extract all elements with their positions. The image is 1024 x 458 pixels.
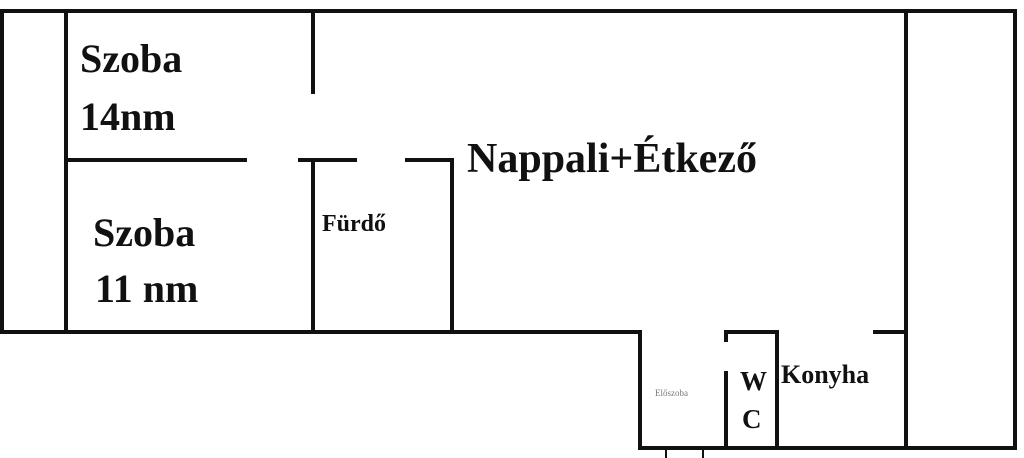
room1-name: Szoba	[80, 36, 182, 81]
walls	[0, 9, 1017, 458]
room2-name: Szoba	[93, 210, 195, 255]
wc-label-c: C	[742, 404, 762, 434]
hall-label: Előszoba	[655, 388, 688, 398]
kitchen-label: Konyha	[781, 360, 869, 389]
living-dining-label: Nappali+Étkező	[467, 135, 757, 182]
wc-label-w: W	[740, 366, 767, 396]
room2-area: 11 nm	[95, 266, 198, 311]
bathroom-label: Fürdő	[322, 211, 386, 237]
room1-area: 14nm	[80, 94, 176, 139]
